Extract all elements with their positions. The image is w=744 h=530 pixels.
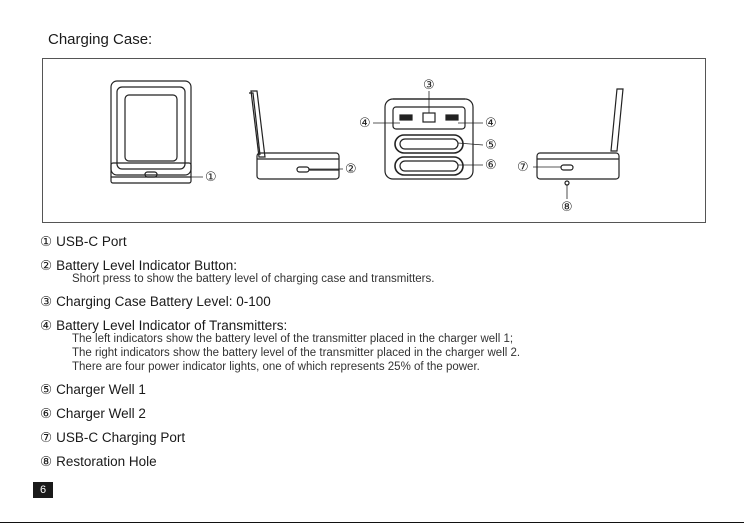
callout-8: ⑧ <box>561 200 573 215</box>
callout-1: ① <box>205 170 217 185</box>
case-side-view <box>249 90 340 180</box>
diagram-svg: ① ② ③ ④ ④ ⑤ ⑥ ⑦ ⑧ <box>110 78 624 215</box>
callout-5: ⑤ <box>485 138 497 153</box>
usb-c-charging-port-icon <box>560 164 574 171</box>
charging-case-diagram: ① ② ③ ④ ④ ⑤ ⑥ ⑦ ⑧ <box>42 58 706 223</box>
callout-2: ② <box>345 162 357 177</box>
indicator-button-icon <box>296 166 310 173</box>
case-front-view <box>110 80 192 184</box>
usb-c-port-icon <box>144 171 158 178</box>
callout-7: ⑦ <box>517 160 529 175</box>
callout-4-left: ④ <box>359 116 371 131</box>
bottom-rule <box>0 522 744 523</box>
callout-3: ③ <box>423 78 435 93</box>
case-rear-view <box>536 88 624 186</box>
legend-desc-left-indicators: The left indicators show the battery lev… <box>72 333 514 345</box>
section-title: Charging Case: <box>48 31 153 48</box>
page-number: 6 <box>33 482 53 498</box>
legend-desc-indicator-button: Short press to show the battery level of… <box>72 273 435 285</box>
legend-desc-power-lights: There are four power indicator lights, o… <box>72 361 480 373</box>
legend-desc-right-indicators: The right indicators show the battery le… <box>72 347 521 359</box>
restoration-hole-icon <box>564 180 570 186</box>
callout-4-right: ④ <box>485 116 497 131</box>
callout-6: ⑥ <box>485 158 497 173</box>
